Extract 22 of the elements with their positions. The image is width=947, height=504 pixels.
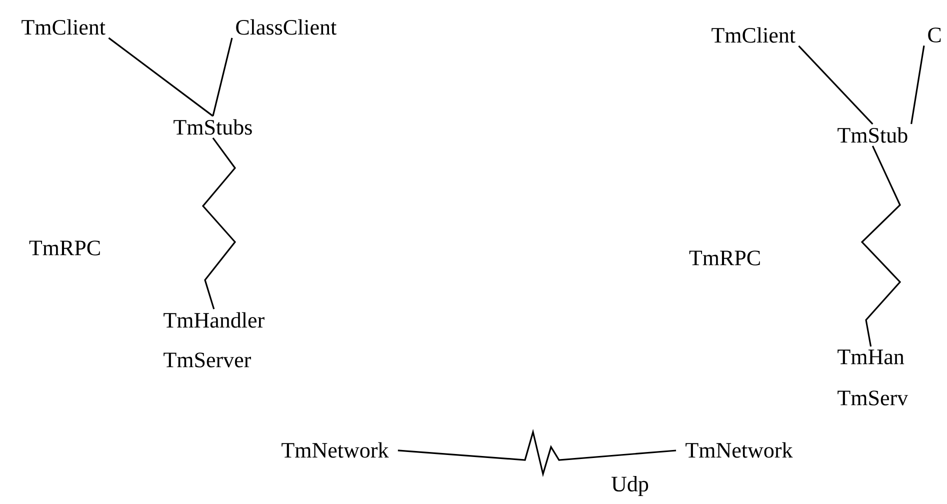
node-label: TmHan bbox=[838, 350, 904, 364]
node-label: TmNetwork bbox=[686, 442, 793, 458]
node-label: TmStub bbox=[838, 127, 908, 143]
layer-label: TmRPC bbox=[29, 240, 100, 256]
node-label: TmNetwork bbox=[282, 442, 389, 458]
node-label: TmServer bbox=[164, 352, 251, 368]
layer-label: TmRPC bbox=[689, 250, 760, 266]
node-label: TmServ bbox=[838, 390, 908, 406]
connector-line bbox=[798, 45, 874, 125]
connector-line bbox=[212, 38, 233, 116]
connector-line bbox=[108, 37, 214, 117]
node-label: TmHandler bbox=[164, 312, 264, 328]
node-label: C bbox=[928, 28, 941, 42]
connector-line bbox=[398, 428, 676, 478]
node-label: TmStubs bbox=[174, 119, 252, 135]
connector-line bbox=[202, 137, 236, 310]
node-label: TmClient bbox=[22, 19, 106, 35]
node-label: ClassClient bbox=[236, 19, 337, 35]
connector-line bbox=[860, 146, 902, 347]
edge-label: Udp bbox=[609, 474, 651, 498]
connector-line bbox=[910, 45, 925, 124]
node-label: TmClient bbox=[712, 27, 796, 43]
